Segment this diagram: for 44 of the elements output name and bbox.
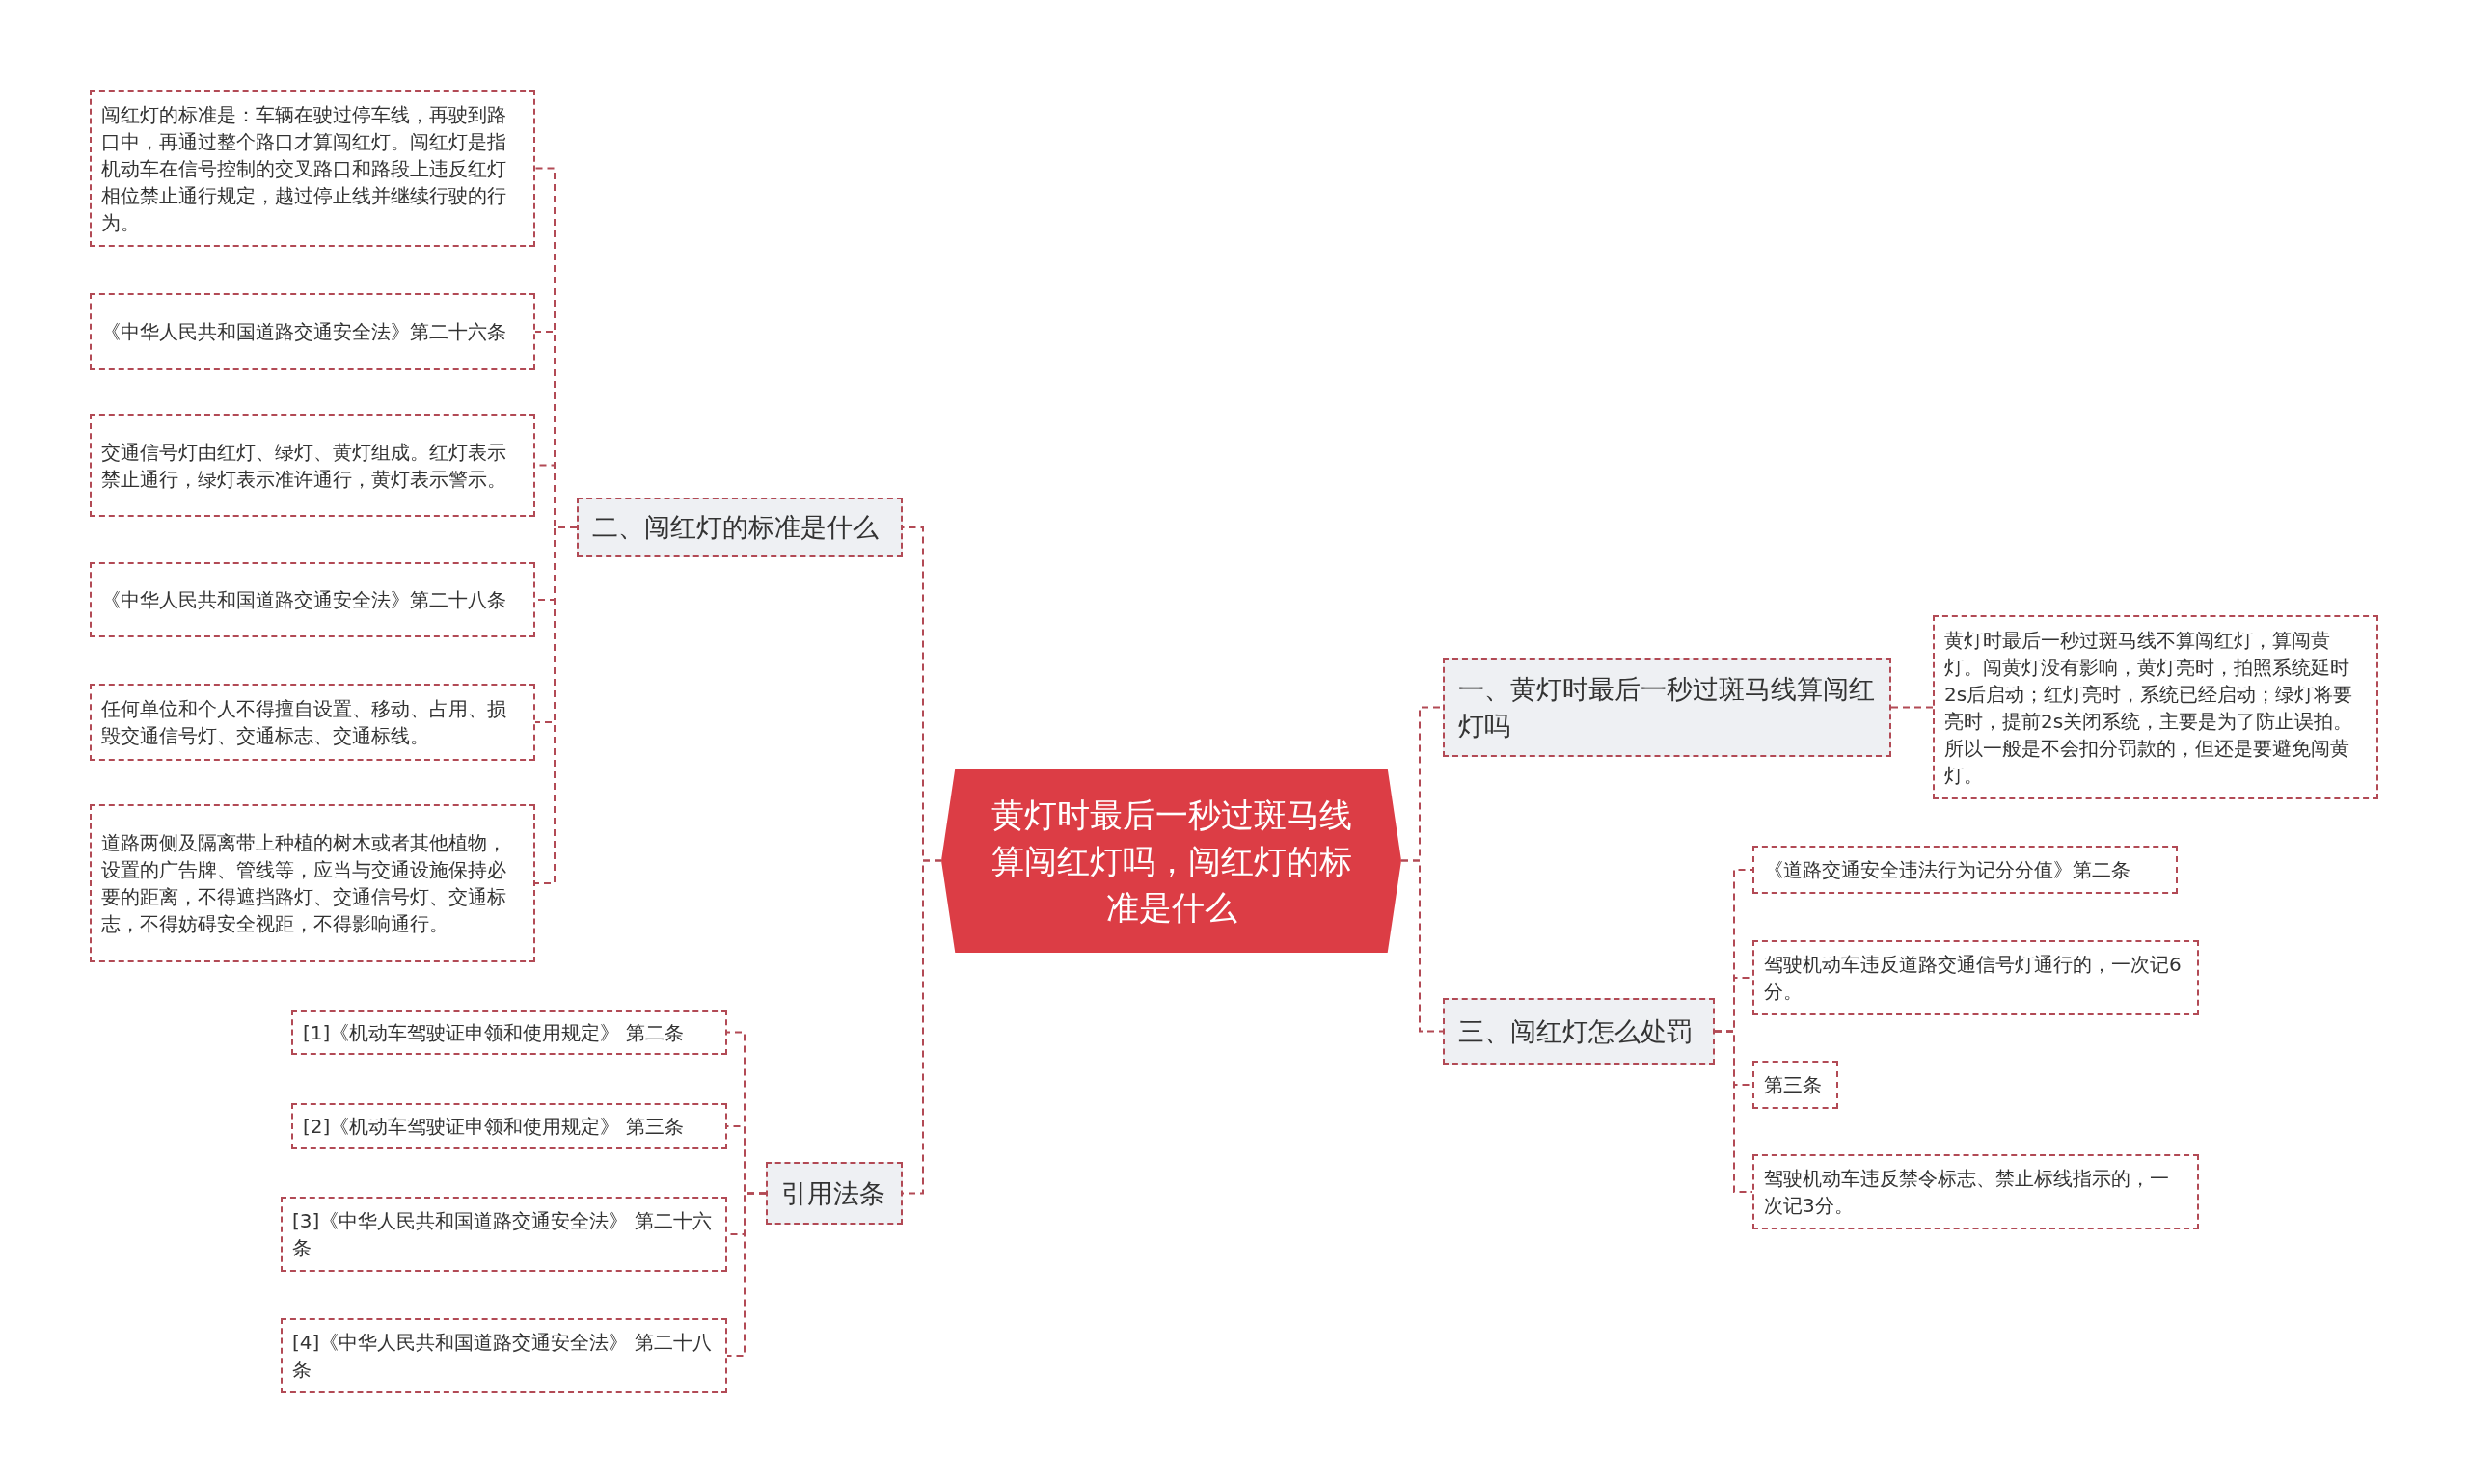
topic-text: 黄灯时最后一秒过斑马线不算闯红灯，算闯黄灯。闯黄灯没有影响，黄灯亮时，拍照系统延时2s后启动；红灯亮时，系统已经启动；绿灯将要亮时，提前2s关闭系统，主要是为了防止误拍。所以一般是不会扣分罚款的，但还是要避免闯黄灯。 xyxy=(1944,627,2354,789)
subtopic-box xyxy=(1752,940,2199,1015)
connector-line xyxy=(726,1192,767,1357)
topic-text: 黄灯时最后一秒过斑马线算闯红灯吗，闯红灯的标准是什么 xyxy=(990,794,1353,929)
connector-line xyxy=(1400,859,1444,1033)
subtopic-box xyxy=(90,804,535,962)
subtopic-box xyxy=(281,1318,727,1393)
subtopic-box xyxy=(90,414,535,517)
topic-text: 《中华人民共和国道路交通安全法》第二十八条 xyxy=(101,587,506,613)
subtopic-box xyxy=(281,1197,727,1272)
subtopic-box xyxy=(1752,846,2178,894)
subtopic-box xyxy=(90,293,535,370)
topic-text: 一、黄灯时最后一秒过斑马线算闯红灯吗 xyxy=(1458,672,1876,742)
subtopic-box xyxy=(90,562,535,637)
topic-text: [3]《中华人民共和国道路交通安全法》 第二十六条 xyxy=(292,1208,713,1261)
connector-line xyxy=(1714,1030,1753,1193)
subtopic-box xyxy=(1933,615,2378,799)
topic-text: [2]《机动车驾驶证申领和使用规定》 第三条 xyxy=(303,1114,684,1140)
subtopic-box xyxy=(1752,1154,2199,1229)
subtopic-box xyxy=(90,684,535,761)
topic-box xyxy=(766,1162,903,1225)
connector-line xyxy=(1890,706,1934,709)
topic-text: 第三条 xyxy=(1764,1072,1822,1098)
topic-box xyxy=(1443,998,1715,1065)
topic-text: 驾驶机动车违反禁令标志、禁止标线指示的，一次记3分。 xyxy=(1764,1166,2170,1219)
topic-box xyxy=(577,498,903,557)
topic-text: 驾驶机动车违反道路交通信号灯通行的，一次记6分。 xyxy=(1764,952,2183,1005)
subtopic-box xyxy=(90,90,535,247)
topic-text: 引用法条 xyxy=(781,1176,885,1210)
topic-text: 道路两侧及隔离带上种植的树木或者其他植物，设置的广告牌、管线等，应当与交通设施保持必要的距离，不得遮挡路灯、交通信号灯、交通标志，不得妨碍安全视距，不得影响通行。 xyxy=(101,830,507,937)
topic-text: 《中华人民共和国道路交通安全法》第二十六条 xyxy=(101,319,506,345)
topic-text: 交通信号灯由红灯、绿灯、黄灯组成。红灯表示禁止通行，绿灯表示准许通行，黄灯表示警示。 xyxy=(101,439,507,493)
subtopic-box xyxy=(1752,1061,1838,1109)
topic-text: [4]《中华人民共和国道路交通安全法》 第二十八条 xyxy=(292,1330,713,1383)
topic-text: 《道路交通安全违法行为记分分值》第二条 xyxy=(1764,857,2130,883)
topic-box xyxy=(1443,658,1891,757)
topic-text: 任何单位和个人不得擅自设置、移动、占用、损毁交通信号灯、交通标志、交通标线。 xyxy=(101,696,507,749)
topic-text: [1]《机动车驾驶证申领和使用规定》 第二条 xyxy=(303,1019,684,1046)
subtopic-box xyxy=(291,1103,727,1149)
topic-text: 闯红灯的标准是：车辆在驶过停车线，再驶到路口中，再通过整个路口才算闯红灯。闯红灯是指机动车在信号控制的交叉路口和路段上违反红灯相位禁止通行规定，越过停止线并继续行驶的行为。 xyxy=(101,101,507,236)
subtopic-box xyxy=(291,1010,727,1055)
topic-text: 三、闯红灯怎么处罚 xyxy=(1458,1014,1693,1048)
topic-text: 二、闯红灯的标准是什么 xyxy=(592,511,879,544)
central-topic xyxy=(941,769,1401,953)
